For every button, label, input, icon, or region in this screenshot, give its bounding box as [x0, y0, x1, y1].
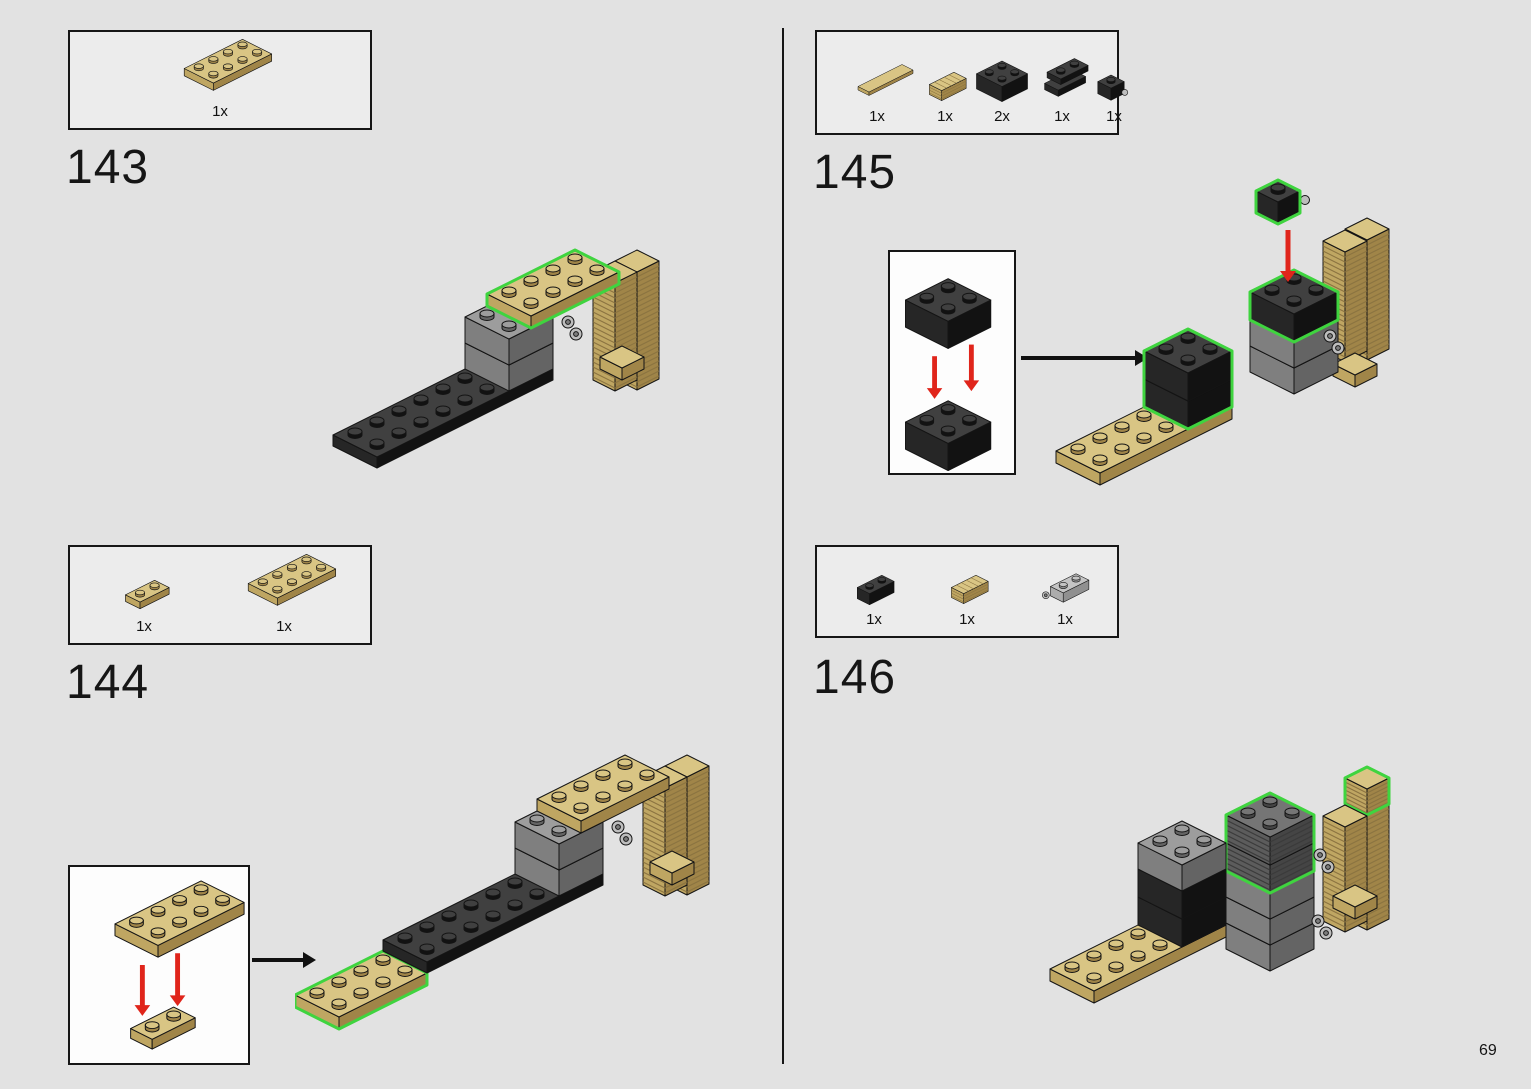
part-item: 1x [939, 568, 995, 627]
parts-box-step-144: 1x 1x [68, 545, 372, 645]
part-count: 1x [1054, 108, 1070, 125]
step-145-substep-callout [888, 250, 1016, 475]
parts-row: 1x 1x 2x 1x 1x [817, 32, 1129, 133]
part-item: 1x [231, 553, 337, 634]
step-number-146: 146 [813, 651, 897, 704]
part-item: 1x [1033, 566, 1097, 627]
arrow-right-icon [252, 952, 316, 968]
parts-box-step-146: 1x 1x 1x [815, 545, 1119, 638]
substep-diagram [114, 880, 245, 1050]
parts-row: 1x 1x 1x [817, 547, 1117, 636]
part-item: 1x [917, 65, 973, 124]
page-number: 69 [1479, 1042, 1497, 1059]
step-144-substep-callout [68, 865, 250, 1065]
part-count: 1x [136, 618, 152, 635]
step-143-assembly-illustration [332, 248, 660, 469]
tan-plate-2x4-icon [183, 39, 273, 91]
tan-grille-1x2-icon [951, 574, 989, 604]
part-count: 1x [276, 618, 292, 635]
part-item: 1x [1031, 54, 1093, 124]
part-count: 1x [866, 611, 882, 628]
part-count: 2x [994, 108, 1010, 125]
black-brick-1x1-clip-icon [1097, 74, 1129, 101]
part-item: 1x [167, 38, 273, 119]
parts-row: 1x 1x [70, 547, 370, 643]
step-144-assembly-illustration [295, 754, 710, 1031]
part-count: 1x [1106, 108, 1122, 125]
step-146-assembly-illustration [1049, 765, 1391, 1004]
step-number-144: 144 [66, 656, 150, 709]
tan-plate-2x4-icon [247, 554, 337, 606]
part-count: 1x [937, 108, 953, 125]
parts-row: 1x [70, 32, 370, 128]
part-item: 1x [837, 64, 917, 124]
step-number-143: 143 [66, 141, 150, 194]
step-number-145: 145 [813, 146, 897, 199]
part-item: 1x [1093, 64, 1135, 124]
part-count: 1x [1057, 611, 1073, 628]
tan-grille-1x2-icon [929, 71, 967, 101]
gray-brick-1x2-clip-icon [1042, 573, 1090, 603]
column-divider [782, 28, 784, 1064]
part-item: 1x [112, 573, 176, 634]
substep-diagram [905, 278, 992, 471]
black-brick-2x2-icon [976, 60, 1028, 102]
part-count: 1x [959, 611, 975, 628]
part-count: 1x [869, 108, 885, 125]
tan-plate-1x2-icon [125, 579, 170, 610]
parts-box-step-143: 1x [68, 30, 372, 130]
arrow-right-icon [1021, 350, 1148, 366]
parts-box-step-145: 1x 1x 2x 1x 1x [815, 30, 1129, 135]
part-item: 2x [973, 47, 1031, 124]
step-145-assembly-illustration [1055, 178, 1390, 486]
black-brick-1x2-icon [857, 574, 895, 606]
tan-tile-1x4-icon [857, 64, 914, 96]
black-bracket-1x2-icon [1044, 58, 1089, 97]
part-count: 1x [212, 103, 228, 120]
part-item: 1x [847, 568, 901, 627]
